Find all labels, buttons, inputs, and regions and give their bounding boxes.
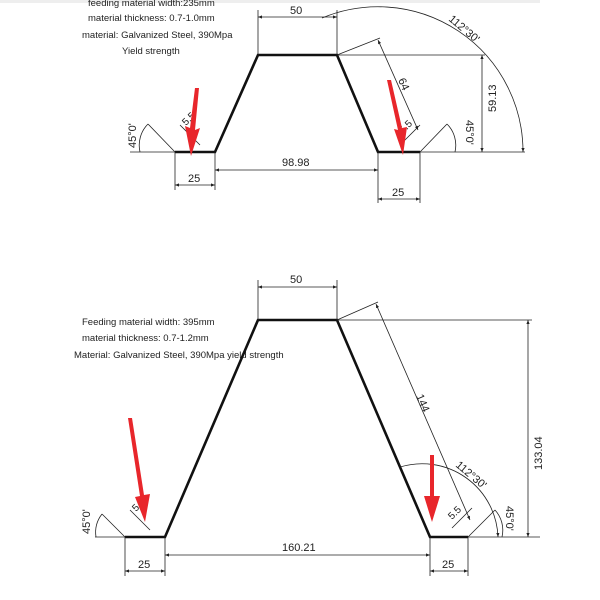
top-note-yield: Yield strength (122, 46, 180, 57)
top-dim-slope-length: 64 (395, 76, 411, 92)
bottom-dim-flange-angle-right: 45°0' (503, 506, 515, 531)
red-arrow-icon (185, 88, 200, 156)
top-dim-top-width: 50 (290, 5, 302, 17)
bottom-dim-lip-right: 5.5 (446, 504, 464, 522)
top-dim-bottom-gap: 98.98 (282, 157, 310, 169)
red-arrow-icon (424, 455, 440, 522)
bottom-note-thickness: material thickness: 0.7-1.2mm (82, 333, 209, 344)
red-arrow-icon (387, 80, 407, 155)
bottom-dim-flange-angle-left: 45°0' (81, 509, 93, 534)
top-dim-flange-angle-right: 45°0' (463, 120, 475, 145)
top-note-width: feeding material width:235mm (88, 0, 215, 9)
bottom-dim-slope-length: 144 (413, 392, 431, 414)
top-dim-angle: 112°30' (446, 13, 482, 46)
top-profile-outline (175, 53, 420, 154)
top-dim-left-flange: 25 (188, 173, 200, 185)
bottom-note-width: Feeding material width: 395mm (82, 317, 215, 328)
bottom-dim-right-flange: 25 (442, 559, 454, 571)
top-note-material: material: Galvanized Steel, 390Mpa (82, 30, 233, 41)
bottom-dim-left-flange: 25 (138, 559, 150, 571)
bottom-dim-top-width: 50 (290, 274, 302, 286)
bottom-dim-angle: 112°30' (453, 459, 489, 492)
bottom-dim-bottom-gap: 160.21 (282, 542, 316, 554)
top-profile: 50 98.98 25 25 59.13 64 112°30' (127, 5, 525, 203)
top-dim-flange-angle-left: 45°0' (127, 123, 139, 148)
top-dim-right-flange: 25 (392, 187, 404, 199)
bottom-dim-height: 133.04 (533, 436, 545, 470)
bottom-profile-outline (125, 318, 468, 539)
bottom-note-material: Material: Galvanized Steel, 390Mpa yield… (74, 350, 284, 361)
red-arrow-icon (128, 418, 150, 522)
bottom-profile: 50 160.21 25 25 133.04 144 112°30' (81, 274, 545, 576)
top-band (0, 0, 540, 3)
top-dim-height: 59.13 (487, 84, 499, 112)
top-note-thickness: material thickness: 0.7-1.0mm (88, 13, 215, 24)
